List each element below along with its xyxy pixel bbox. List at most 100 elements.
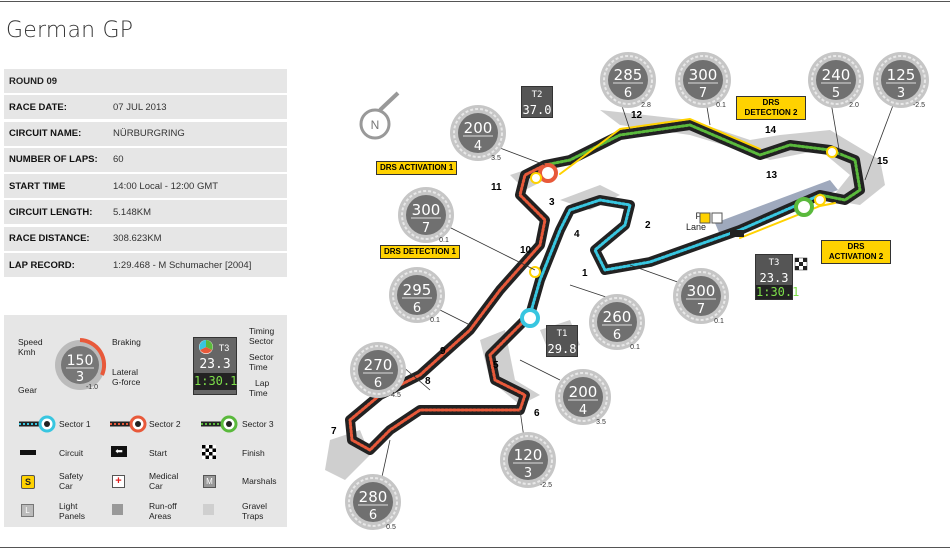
legend-areas: Areas [149, 511, 172, 521]
gauge-gear: 7 [422, 221, 430, 236]
map-medical-car-icon [711, 212, 723, 224]
sector1-marker [520, 308, 540, 328]
timing-t1-label: T1 [556, 329, 568, 339]
gauge-speed: 280 [359, 488, 388, 506]
compass-icon [359, 108, 391, 140]
circuit-map: N Pit Lane [325, 84, 896, 496]
info-label: LAP RECORD: [9, 259, 75, 271]
legend-light: Light [59, 501, 78, 511]
gauge-gear: 6 [624, 86, 632, 101]
gauge-speed: 200 [464, 119, 493, 137]
legend-gauge-icon: 150 3 -1.0 [55, 338, 107, 391]
turn-5: 5 [493, 360, 499, 371]
gauge-gear: 6 [374, 376, 382, 391]
legend-start-icon: ⬅ [111, 446, 127, 457]
turn-8: 8 [425, 376, 431, 387]
gauge-gforce: -2.5 [913, 102, 925, 109]
legend-gravel: Gravel [242, 501, 268, 511]
info-value: 1:29.468 - M Schumacher [2004] [113, 259, 252, 271]
legend-timing-label: T3 [219, 343, 230, 353]
info-value: 14:00 Local - 12:00 GMT [113, 180, 219, 192]
turn-14: 14 [765, 125, 777, 136]
info-row-laps: NUMBER OF LAPS:60 [4, 147, 287, 172]
gauge-gforce: 3.5 [596, 419, 606, 426]
pit-lane [715, 180, 838, 235]
gauge-speed: 260 [603, 308, 632, 326]
info-value: 07 JUL 2013 [113, 101, 167, 113]
turn-2: 2 [645, 220, 651, 231]
legend-sector1-icon [19, 415, 56, 433]
info-value: NÜRBURGRING [113, 128, 185, 140]
timing-t3-label: T3 [768, 258, 780, 268]
page-title: German GP [6, 18, 134, 43]
legend-timing-sector-value: 23.3 [199, 357, 231, 372]
legend-sector1: Sector 1 [59, 419, 91, 429]
gauge-gear: 3 [524, 466, 532, 481]
legend-timing: Timing [249, 326, 275, 336]
gauge-speed: 300 [689, 66, 718, 84]
gauge-gear: 7 [697, 302, 705, 317]
timing-t1-time: 29.8 [547, 342, 577, 356]
info-value: 308.623KM [113, 233, 162, 245]
medical-car-icon: + [112, 475, 125, 488]
info-row-lap-record: LAP RECORD: 1:29.468 - M Schumacher [2004… [4, 253, 287, 278]
gauge-gear: 4 [474, 139, 482, 154]
race-info-table: ROUND 09 RACE DATE: 07 JUL 2013 CIRCUIT N… [4, 69, 287, 279]
info-row-race-date: RACE DATE: 07 JUL 2013 [4, 95, 287, 120]
gauge-gear: 3 [897, 86, 905, 101]
gravel-trap-icon [203, 504, 214, 515]
legend-medical-car: Car [149, 481, 163, 491]
map-safety-car-icon [699, 212, 711, 224]
bottom-rule [0, 547, 950, 548]
timing-box-t2: T2 37.0 [521, 86, 553, 118]
turn-12: 12 [631, 110, 643, 121]
timing-box-t3: T3 23.3 1:30.1 [755, 254, 799, 300]
drs-detection2-line2: DETECTION 2 [744, 108, 798, 117]
turn-9: 9 [440, 346, 446, 357]
runoff-area-icon [112, 504, 123, 515]
gauge-speed: 125 [887, 66, 916, 84]
gauge-speed: 270 [364, 356, 393, 374]
drs-detection1-label: DRS DETECTION 1 [380, 245, 461, 259]
legend-timing-box: T3 23.3 1:30.1 [193, 337, 237, 395]
drs-detection2-line1: DRS [762, 98, 780, 107]
round-row: ROUND 09 [4, 69, 287, 93]
gauge-speed: 295 [403, 281, 432, 299]
info-row-distance: RACE DISTANCE:308.623KM [4, 226, 287, 251]
legend-circuit: Circuit [59, 448, 84, 458]
top-rule [0, 1, 950, 2]
gauge-gear: 6 [369, 508, 377, 523]
legend-speed: Speed [18, 337, 43, 347]
legend-gauge-g: -1.0 [86, 384, 98, 391]
info-label: RACE DATE: [9, 101, 67, 113]
timing-t3-sector: 23.3 [759, 271, 789, 285]
legend-sector-time: Time [249, 362, 268, 372]
drs-detection2-point [826, 146, 838, 158]
gauge-speed: 300 [687, 282, 716, 300]
gauge-speed: 285 [614, 66, 643, 84]
drs-activation1-label: DRS ACTIVATION 1 [376, 161, 458, 175]
legend-safety-car: Car [59, 481, 73, 491]
gauge-gear: 7 [699, 86, 707, 101]
legend-sector2: Sector 2 [149, 419, 181, 429]
legend-timing-lap-value: 1:30.1 [194, 373, 238, 390]
legend-circuit-icon [20, 450, 36, 455]
legend-sector3: Sector 3 [242, 419, 274, 429]
drs-detection1-point [529, 266, 541, 278]
info-row-circuit-name: CIRCUIT NAME:NÜRBURGRING [4, 121, 287, 146]
info-label: CIRCUIT LENGTH: [9, 206, 93, 218]
legend-runoff: Run-off [149, 501, 177, 511]
gauge-gforce: 2.0 [849, 102, 859, 109]
finish-line-icon [794, 257, 808, 271]
